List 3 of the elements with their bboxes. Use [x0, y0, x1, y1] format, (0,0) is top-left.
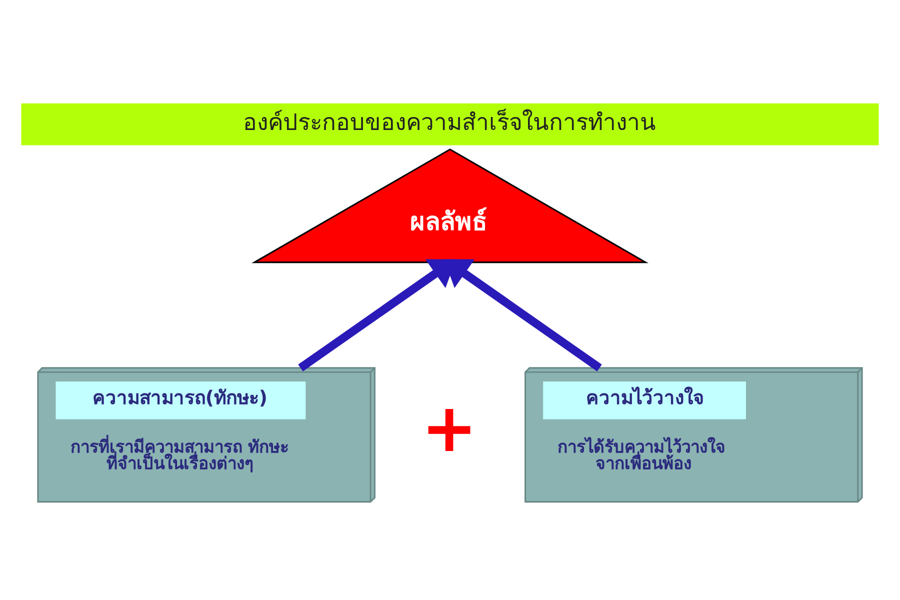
label: +: [421, 388, 478, 466]
diagram-title: องค์ประกอบของความสำเร็จในการทำงาน: [242, 110, 656, 136]
arrow: [444, 258, 602, 371]
